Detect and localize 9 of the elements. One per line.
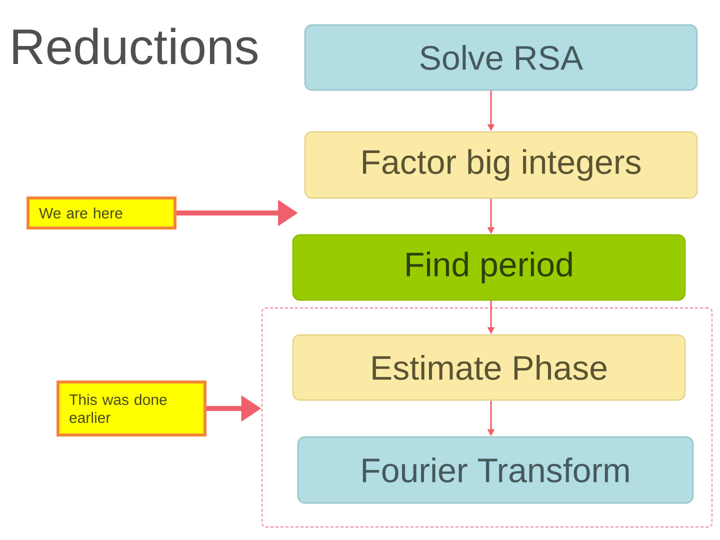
process-box: Solve RSA: [304, 24, 698, 91]
note-box: We are here: [26, 196, 176, 230]
title: Reductions: [13, 28, 258, 64]
dashed-group-box: [261, 307, 713, 528]
process-box: Find period: [292, 234, 686, 301]
process-box: Fourier Transform: [297, 436, 694, 504]
process-box: Factor big integers: [304, 131, 698, 199]
note-box: This was done earlier: [56, 380, 206, 436]
process-box: Estimate Phase: [292, 334, 686, 401]
